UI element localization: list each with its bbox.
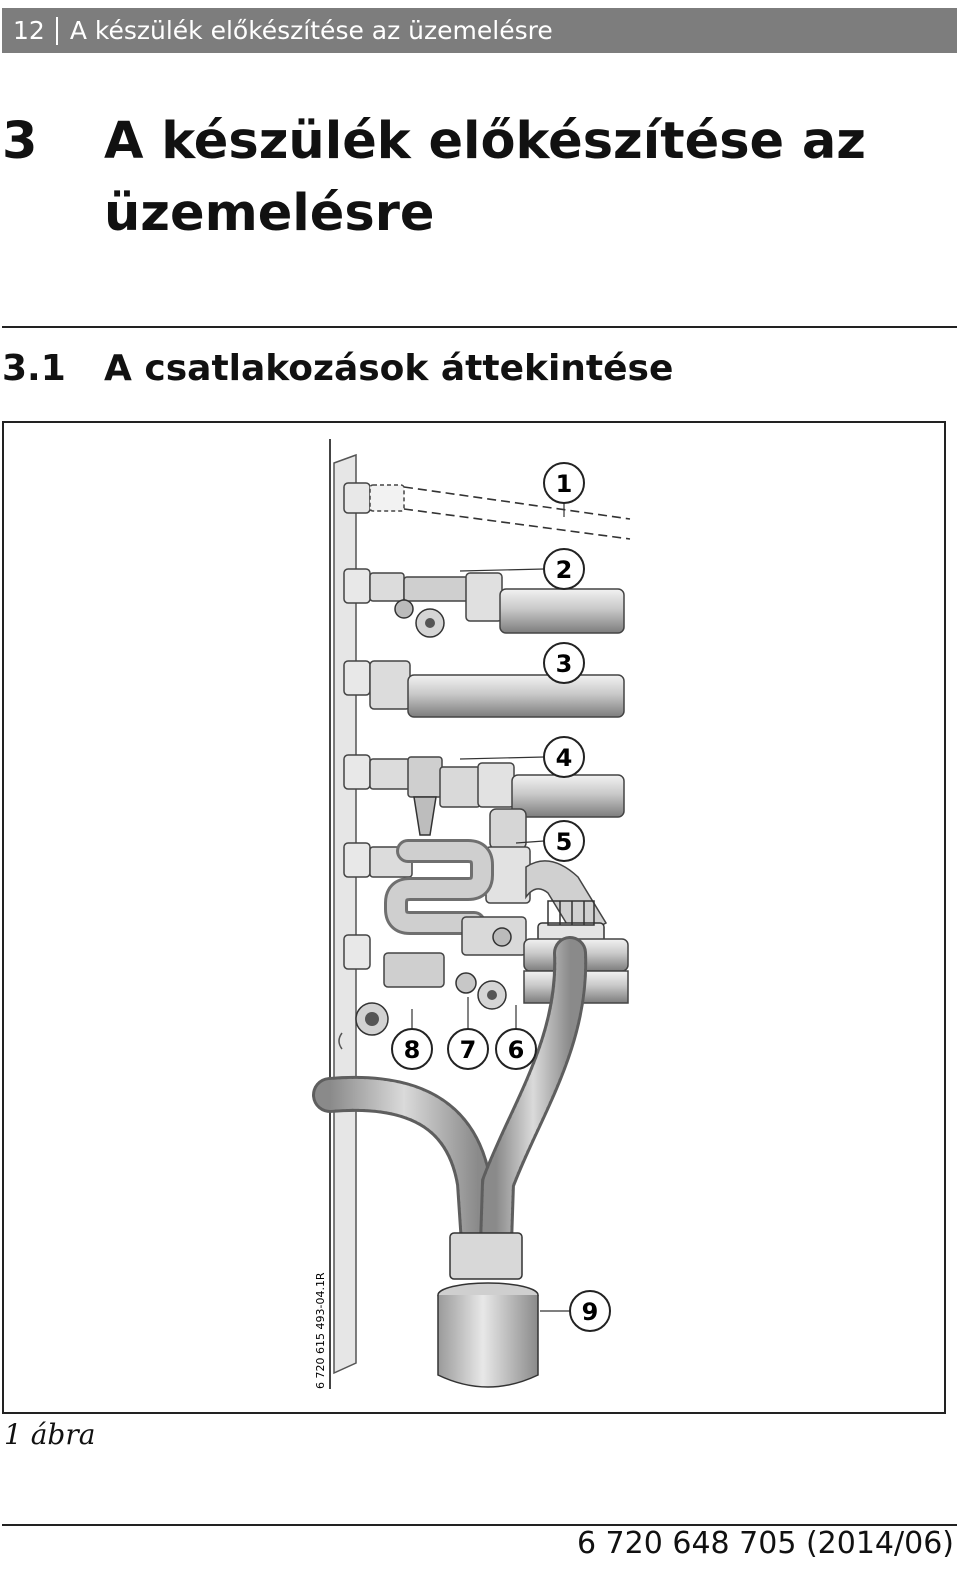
drain-hoses [312,936,588,1280]
running-header: 12 A készülék előkészítése az üzemelésre [2,8,957,53]
document-number: 6 720 648 705 (2014/06) [576,1526,954,1561]
page-number: 12 [13,16,45,45]
svg-text:2: 2 [556,556,573,584]
callout-7: 7 [447,1028,489,1070]
chapter-number: 3 [2,112,38,171]
svg-text:5: 5 [556,828,573,856]
svg-text:4: 4 [556,744,573,772]
svg-text:8: 8 [404,1036,421,1064]
callout-2: 2 [543,548,585,590]
svg-text:6: 6 [508,1036,525,1064]
section-title: A csatlakozások áttekintése [104,348,674,389]
figure-image-code: 6 720 615 493-04.1R [314,1272,327,1389]
chapter-title: A készülék előkészítése az üzemelésre [104,112,866,243]
callout-9: 9 [569,1290,611,1332]
running-title: A készülék előkészítése az üzemelésre [69,16,553,45]
svg-text:3: 3 [556,650,573,678]
connections-illustration: 1 2 3 4 5 6 7 8 [312,439,631,1389]
callout-8: 8 [391,1028,433,1070]
callout-5: 5 [543,820,585,862]
callout-leaders [411,503,570,1312]
svg-text:7: 7 [460,1036,477,1064]
connection-3-pipe [343,660,625,718]
svg-text:1: 1 [556,470,573,498]
connection-4-ball-valve [343,754,625,836]
callout-6: 6 [495,1028,537,1070]
callout-3: 3 [543,642,585,684]
section-divider [2,326,957,328]
connection-2-valve [343,568,625,638]
callout-1: 1 [543,462,585,504]
header-separator [55,16,58,45]
section-number: 3.1 [2,348,66,389]
footer-divider [2,1524,957,1526]
connection-1-dashed [343,482,631,540]
svg-text:9: 9 [582,1298,599,1326]
figure-caption: 1 ábra [4,1418,96,1451]
drain-funnel [437,1282,539,1388]
lower-manifold [343,839,629,1036]
connections-figure: 1 2 3 4 5 6 7 8 [2,421,946,1414]
callout-4: 4 [543,736,585,778]
